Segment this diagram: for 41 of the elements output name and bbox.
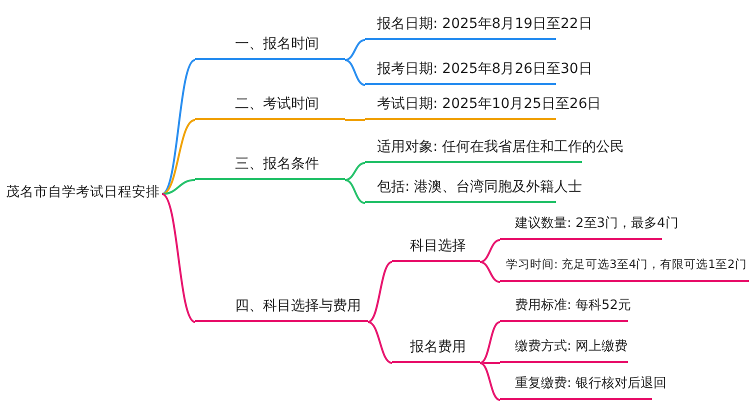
topic-text: 费用标准: 每科52元 [515, 298, 632, 313]
topic-underline [195, 156, 345, 180]
branch-line [344, 39, 366, 61]
branch-line [480, 362, 500, 364]
topic-text: 科目选择 [410, 238, 466, 254]
branch-line [480, 261, 500, 283]
topic-underline [195, 96, 345, 120]
topic-underline [392, 339, 480, 363]
topic-underline [195, 298, 368, 322]
branch-line [368, 261, 392, 323]
topic-text: 重复缴费: 银行核对后退回 [515, 376, 667, 391]
branch-line [368, 321, 392, 364]
branch-line [344, 179, 366, 204]
branch-line [480, 239, 500, 263]
branch-line [162, 179, 196, 195]
branch-line [344, 59, 366, 86]
topic-text: 包括: 港澳、台湾同胞及外籍人士 [377, 179, 582, 195]
topic-underline [500, 258, 749, 282]
topic-underline [500, 339, 628, 363]
topic-underline [392, 238, 480, 262]
topic-text: 报考日期: 2025年8月26日至30日 [377, 61, 592, 77]
topic-text: 学习时间: 充足可选3至4门，有限可选1至2门 [506, 257, 747, 271]
topic-text: 一、报名时间 [235, 36, 319, 52]
topic-text: 报名日期: 2025年8月19日至22日 [377, 16, 592, 32]
branch-line [162, 119, 196, 195]
topic-text: 四、科目选择与费用 [235, 298, 361, 314]
branch-line [345, 119, 365, 121]
branch-line [161, 59, 196, 195]
branch-line [161, 193, 196, 323]
topic-text: 缴费方式: 网上缴费 [515, 339, 628, 354]
topic-text: 二、考试时间 [235, 96, 319, 112]
topic-text: 适用对象: 任何在我省居住和工作的公民 [377, 139, 624, 155]
topic-text: 茂名市自学考试日程安排 [6, 184, 160, 200]
topic-text: 建议数量: 2至3门，最多4门 [515, 216, 678, 231]
branch-line [480, 362, 500, 401]
topic-text: 三、报名条件 [235, 156, 319, 172]
branch-line [344, 162, 366, 181]
branch-line [480, 321, 500, 364]
topic-underline [195, 36, 345, 60]
topic-text: 报名费用 [410, 339, 466, 355]
topic-text: 考试日期: 2025年10月25日至26日 [377, 96, 602, 112]
